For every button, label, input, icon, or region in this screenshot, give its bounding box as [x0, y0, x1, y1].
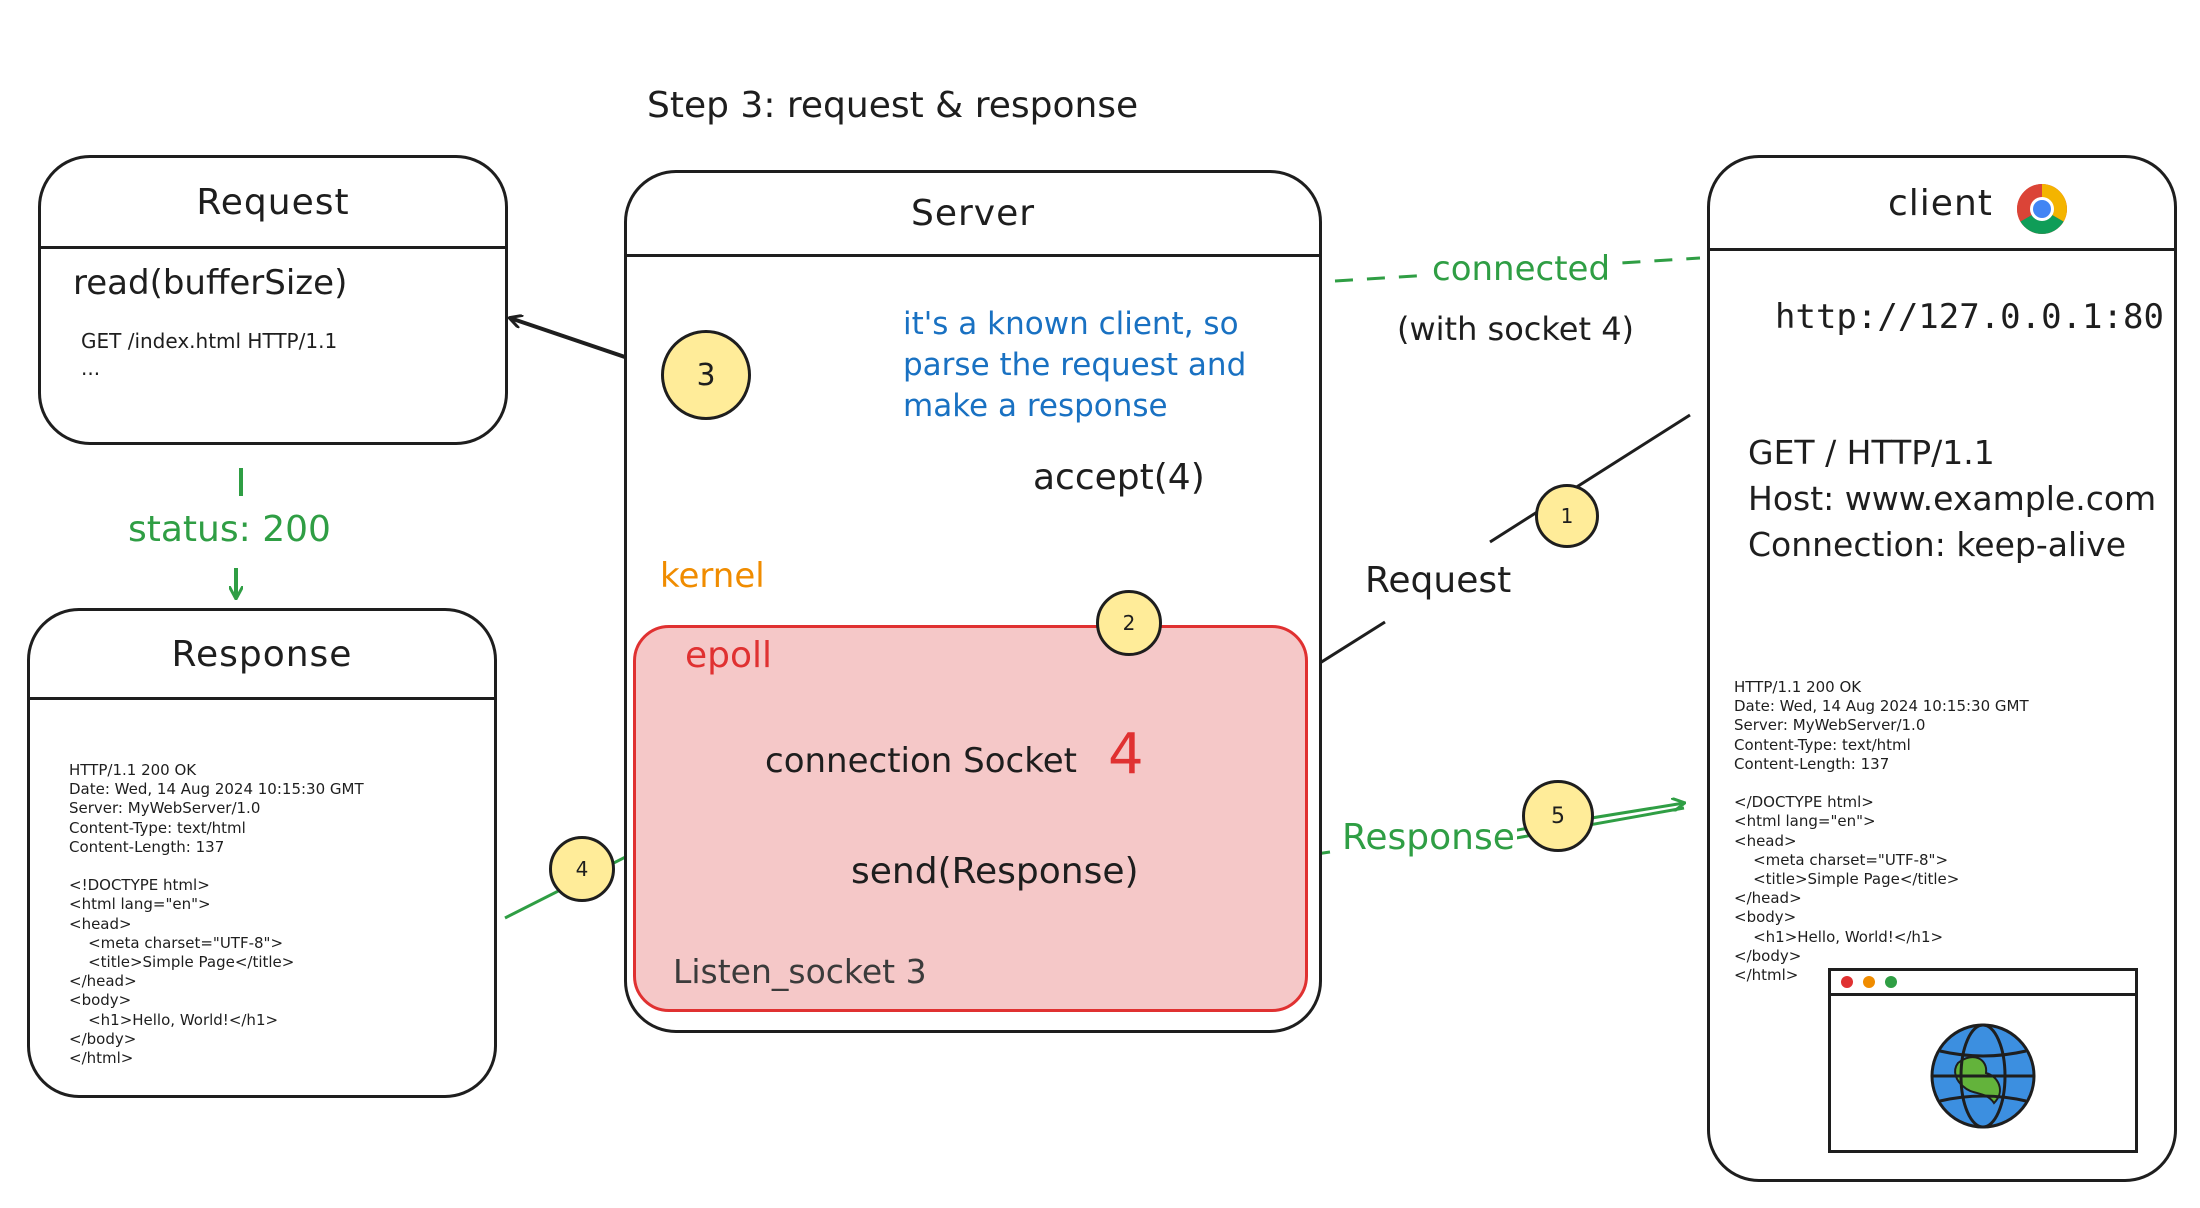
client-box: client http://127.0.0.1:80 GET / HTTP/1.… — [1707, 155, 2177, 1182]
step-3-number: 3 — [696, 357, 716, 393]
step-5-badge: 5 — [1522, 780, 1594, 852]
request-arrow — [1489, 413, 1691, 544]
request-label: Request — [1363, 560, 1514, 601]
request-box-title: Request — [41, 158, 505, 249]
connected-label: connected — [1428, 252, 1615, 286]
step-4-number: 4 — [575, 857, 589, 881]
request-box: Request read(bufferSize) GET /index.html… — [38, 155, 508, 445]
response-box: Response HTTP/1.1 200 OK Date: Wed, 14 A… — [27, 608, 497, 1098]
browser-titlebar — [1831, 971, 2135, 996]
step-2-number: 2 — [1122, 611, 1136, 635]
client-title-bar: client — [1710, 158, 2174, 251]
step-3-badge: 3 — [661, 330, 751, 420]
step-1-number: 1 — [1560, 504, 1574, 528]
response-label: Response — [1340, 817, 1517, 858]
listen-socket-label: Listen_socket 3 — [673, 952, 927, 991]
request-body: GET /index.html HTTP/1.1 ... — [81, 329, 338, 380]
client-url: http://127.0.0.1:80 — [1775, 297, 2164, 337]
diagram-title: Step 3: request & response — [647, 85, 1139, 126]
client-response-body: HTTP/1.1 200 OK Date: Wed, 14 Aug 2024 1… — [1734, 678, 2029, 985]
request-read-call: read(bufferSize) — [73, 263, 348, 303]
server-title: Server — [627, 173, 1319, 257]
connection-socket-number: 4 — [1108, 722, 1144, 787]
client-request-line: GET / HTTP/1.1 — [1748, 433, 1995, 472]
client-request-line: Host: www.example.com — [1748, 479, 2157, 518]
client-title: client — [1888, 183, 1993, 224]
step-5-number: 5 — [1551, 803, 1565, 829]
maximize-dot-icon — [1885, 976, 1897, 988]
client-request-lines: GET / HTTP/1.1 Host: www.example.com Con… — [1748, 430, 2156, 568]
status-label: status: 200 — [128, 509, 331, 550]
client-request-line: Connection: keep-alive — [1748, 525, 2127, 564]
step-4-badge: 4 — [549, 836, 615, 902]
chrome-icon — [2016, 178, 2068, 234]
response-body: HTTP/1.1 200 OK Date: Wed, 14 Aug 2024 1… — [69, 761, 364, 1068]
minimize-dot-icon — [1863, 976, 1875, 988]
step-2-badge: 2 — [1096, 590, 1162, 656]
send-call: send(Response) — [851, 851, 1139, 892]
step-1-badge: 1 — [1535, 484, 1599, 548]
connected-detail: (with socket 4) — [1397, 310, 1635, 348]
globe-icon — [1928, 1021, 2038, 1135]
connection-socket-label: connection Socket — [765, 741, 1077, 781]
close-dot-icon — [1841, 976, 1853, 988]
connected-dashed-line — [1334, 256, 1701, 283]
epoll-label: epoll — [685, 635, 773, 676]
epoll-area — [633, 625, 1308, 1012]
response-box-title: Response — [30, 611, 494, 700]
browser-window — [1828, 968, 2138, 1153]
kernel-label: kernel — [660, 556, 765, 596]
server-note: it's a known client, so parse the reques… — [903, 306, 1247, 424]
accept-call: accept(4) — [1033, 457, 1205, 498]
